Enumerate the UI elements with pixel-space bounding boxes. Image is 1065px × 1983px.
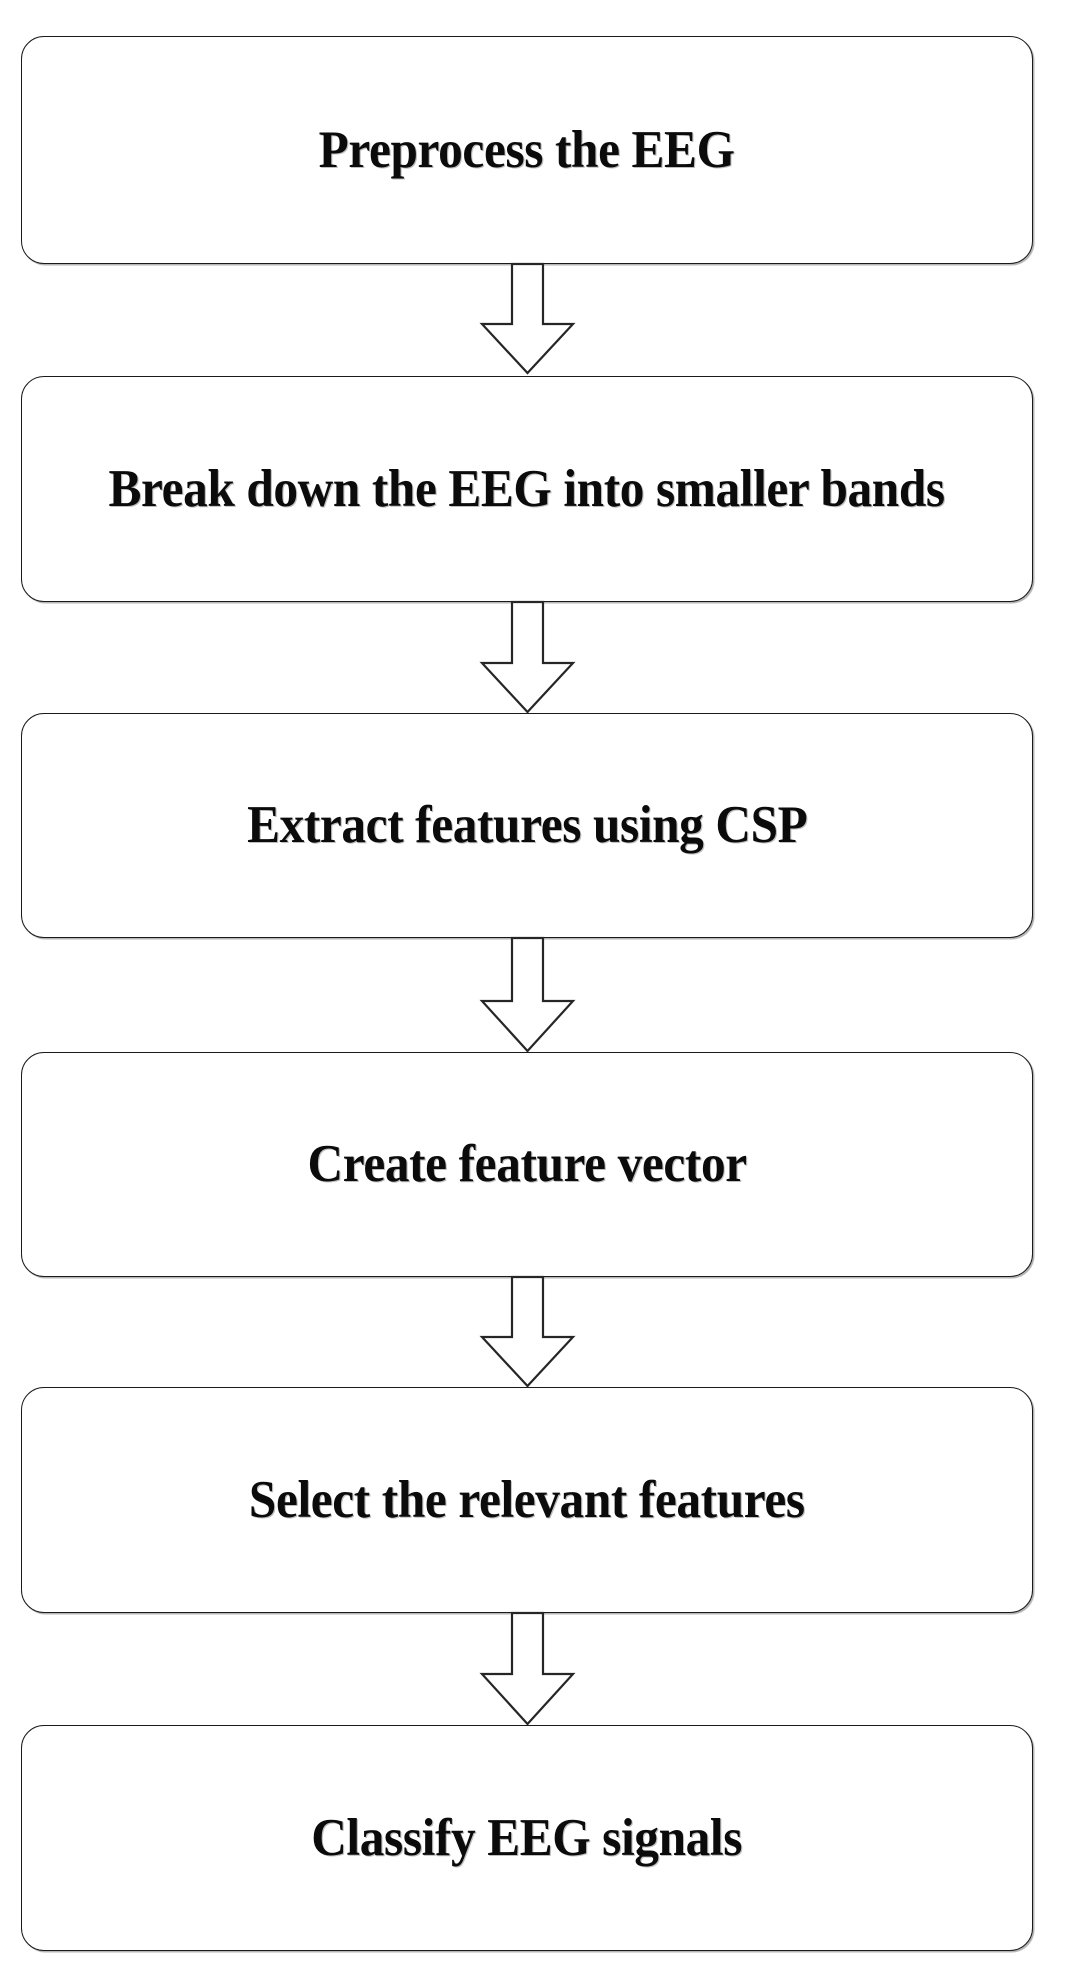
flowchart-node-step-3[interactable]: Extract features using CSP xyxy=(21,713,1033,938)
flowchart-node-step-5[interactable]: Select the relevant features xyxy=(21,1387,1033,1613)
flowchart-node-label: Preprocess the EEG xyxy=(319,120,735,179)
down-block-arrow-icon xyxy=(479,1611,576,1726)
flowchart-node-label: Extract features using CSP xyxy=(246,796,808,855)
flowchart-node-label: Break down the EEG into smaller bands xyxy=(108,459,946,518)
flowchart-node-step-1[interactable]: Preprocess the EEG xyxy=(21,36,1033,264)
flowchart-node-label: Select the relevant features xyxy=(249,1470,805,1529)
flowchart-node-step-6[interactable]: Classify EEG signals xyxy=(21,1725,1033,1951)
down-block-arrow-icon xyxy=(479,262,576,375)
down-block-arrow-icon xyxy=(479,600,576,714)
flowchart-node-label: Create feature vector xyxy=(307,1135,747,1194)
down-block-arrow-icon xyxy=(479,936,576,1053)
flowchart-node-label: Classify EEG signals xyxy=(311,1808,743,1867)
flowchart-node-step-2[interactable]: Break down the EEG into smaller bands xyxy=(21,376,1033,602)
flowchart-node-step-4[interactable]: Create feature vector xyxy=(21,1052,1033,1277)
down-block-arrow-icon xyxy=(479,1275,576,1388)
